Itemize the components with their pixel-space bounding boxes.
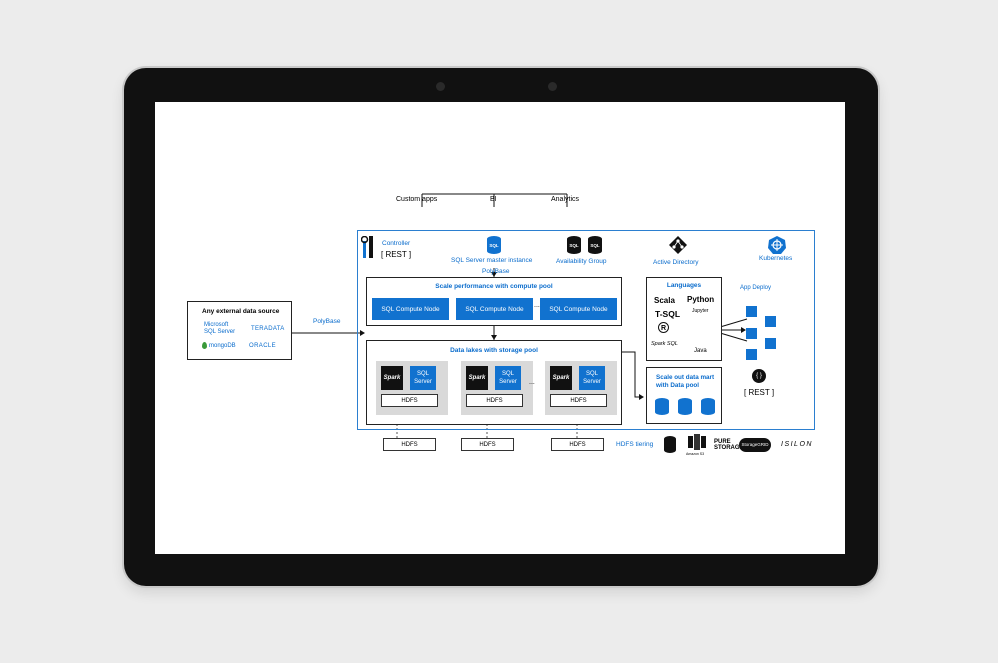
- teradata-logo: TERADATA: [251, 326, 285, 332]
- external-hdfs-block: HDFS: [551, 438, 604, 451]
- java-label: Java: [694, 348, 707, 354]
- spark-logo: Spark: [466, 366, 488, 390]
- app-deploy-label: App Deploy: [740, 285, 772, 291]
- active-directory-icon: [669, 236, 687, 254]
- hdfs-block: HDFS: [466, 394, 523, 407]
- data-pool-box: Scale out data mart with Data pool: [646, 367, 722, 424]
- camera-icon: [548, 82, 557, 91]
- controller-label: Controller: [382, 240, 411, 247]
- storage-ellipsis: ...: [529, 379, 535, 386]
- jupyter-label: Jupyter: [692, 308, 709, 314]
- data-mart-title: Scale out data mart with Data pool: [656, 374, 715, 389]
- oracle-logo: ORACLE: [249, 343, 277, 349]
- external-hdfs-block: HDFS: [461, 438, 514, 451]
- hdfs-block: HDFS: [550, 394, 607, 407]
- app-deploy-rest: [ REST ]: [744, 388, 775, 397]
- app-container: [746, 306, 757, 317]
- languages-box: Languages Scala Python T-SQL Jupyter R S…: [646, 277, 722, 361]
- spark-sql-label: Spark SQL: [651, 341, 678, 347]
- compute-pool-title: Scale performance with compute pool: [435, 283, 553, 290]
- app-container: [746, 328, 757, 339]
- storage-pool-title: Data lakes with storage pool: [450, 347, 538, 354]
- pure-storage-logo: PURE STORAGE: [714, 439, 744, 451]
- r-language-icon: R: [658, 322, 669, 333]
- master-instance-label: SQL Server master instance: [451, 257, 533, 264]
- external-data-source-box: Any external data source Microsoft SQL S…: [187, 301, 292, 360]
- external-title: Any external data source: [202, 308, 280, 315]
- svg-text:SQL: SQL: [590, 243, 600, 248]
- storage-node: Spark SQL Server HDFS: [376, 361, 448, 415]
- sql-server-block: SQL Server: [579, 366, 605, 390]
- controller-rest: [ REST ]: [381, 250, 412, 259]
- storage-node: Spark SQL Server HDFS: [461, 361, 533, 415]
- database-icon: [701, 398, 715, 415]
- sql-compute-node: SQL Compute Node: [456, 298, 533, 320]
- python-label: Python: [687, 295, 715, 304]
- tools-icon: [361, 236, 373, 258]
- hdfs-block: HDFS: [381, 394, 438, 407]
- polybase-label: PolyBase: [482, 268, 510, 275]
- storagegrid-logo: StorageGRID: [739, 438, 771, 452]
- availability-group-icon: SQL SQL: [567, 236, 602, 254]
- availability-group-label: Availability Group: [556, 258, 607, 265]
- sql-server-block: SQL Server: [410, 366, 436, 390]
- external-polybase-label: PolyBase: [313, 318, 341, 325]
- external-hdfs-block: HDFS: [383, 438, 436, 451]
- api-gear-icon: { }: [752, 369, 766, 383]
- compute-ellipsis: ...: [534, 302, 540, 309]
- svg-text:SQL: SQL: [489, 243, 499, 248]
- amazon-s3-icon: [688, 434, 706, 450]
- sql-server-logo: Microsoft SQL Server: [204, 322, 236, 335]
- kubernetes-label: Kubernetes: [759, 255, 793, 262]
- camera-icon: [436, 82, 445, 91]
- sql-compute-node: SQL Compute Node: [540, 298, 617, 320]
- sql-compute-node: SQL Compute Node: [372, 298, 449, 320]
- compute-pool-box: Scale performance with compute pool SQL …: [366, 277, 622, 326]
- database-icon: [655, 398, 669, 415]
- bi-label: BI: [490, 196, 497, 203]
- active-directory-label: Active Directory: [653, 259, 699, 266]
- mongodb-logo: mongoDB: [209, 343, 236, 349]
- sql-database-icon: SQL: [487, 236, 501, 254]
- custom-apps-label: Custom apps: [396, 196, 438, 203]
- kubernetes-icon: [768, 236, 786, 254]
- mongodb-leaf-icon: [202, 342, 207, 349]
- spark-logo: Spark: [550, 366, 572, 390]
- app-container: [765, 316, 776, 327]
- scala-label: Scala: [654, 296, 675, 305]
- analytics-label: Analytics: [551, 196, 580, 203]
- storage-node: Spark SQL Server HDFS: [545, 361, 617, 415]
- spark-logo: Spark: [381, 366, 403, 390]
- isilon-logo: ISILON: [781, 441, 813, 448]
- cluster-boundary: [357, 230, 815, 430]
- svg-text:SQL: SQL: [569, 243, 579, 248]
- amazon-s3-label: Amazon S3: [686, 452, 705, 456]
- database-icon: [678, 398, 692, 415]
- hdfs-tiering-label: HDFS tiering: [616, 441, 654, 448]
- app-container: [746, 349, 757, 360]
- app-container: [765, 338, 776, 349]
- storage-drive-icon: [664, 436, 676, 453]
- sql-server-block: SQL Server: [495, 366, 521, 390]
- tsql-label: T-SQL: [655, 309, 681, 319]
- languages-title: Languages: [666, 282, 702, 289]
- storage-pool-box: Data lakes with storage pool Spark SQL S…: [366, 340, 622, 425]
- diagram-screen: Custom apps BI Analytics Controller [ RE…: [155, 102, 845, 554]
